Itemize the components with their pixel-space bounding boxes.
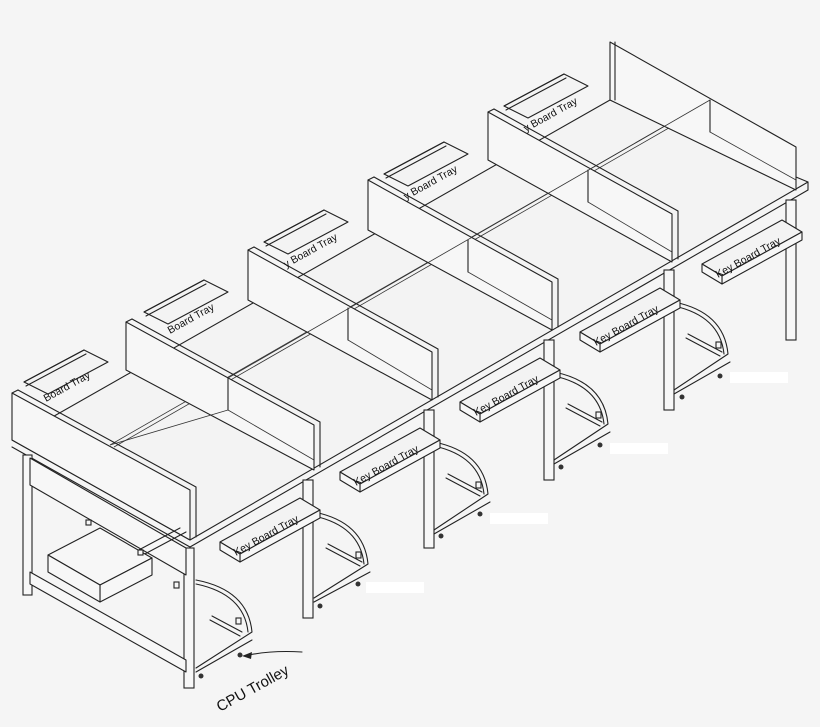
arrow-icon: [243, 650, 303, 657]
cpu-trolley-label: CPU Trolley: [214, 662, 293, 716]
arrow-icon-head: [242, 652, 252, 659]
cpu-trolley-1: [195, 579, 253, 679]
cpu-trolley-2: [313, 511, 424, 609]
partition-panels: [11, 41, 797, 541]
desk-legs: [22, 199, 797, 689]
cpu-trolley-5: [673, 301, 788, 400]
cpu-trolley-4: [553, 371, 668, 470]
cpu-trolley-callout: CPU Trolley: [214, 650, 303, 716]
cpu-trolley-3: [433, 441, 548, 539]
cpu-trolleys: [195, 301, 788, 679]
